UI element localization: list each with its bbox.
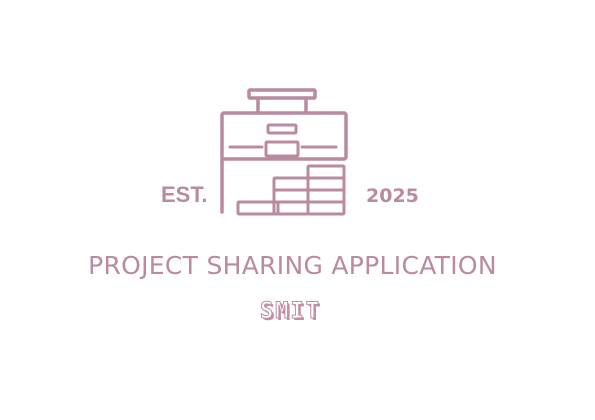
- app-title: PROJECT SHARING APPLICATION: [88, 251, 497, 280]
- briefcase-icon: [220, 88, 348, 216]
- est-label: EST.: [161, 182, 208, 207]
- brand-name: SMIT: [260, 299, 321, 325]
- year-label: 2025: [366, 185, 419, 207]
